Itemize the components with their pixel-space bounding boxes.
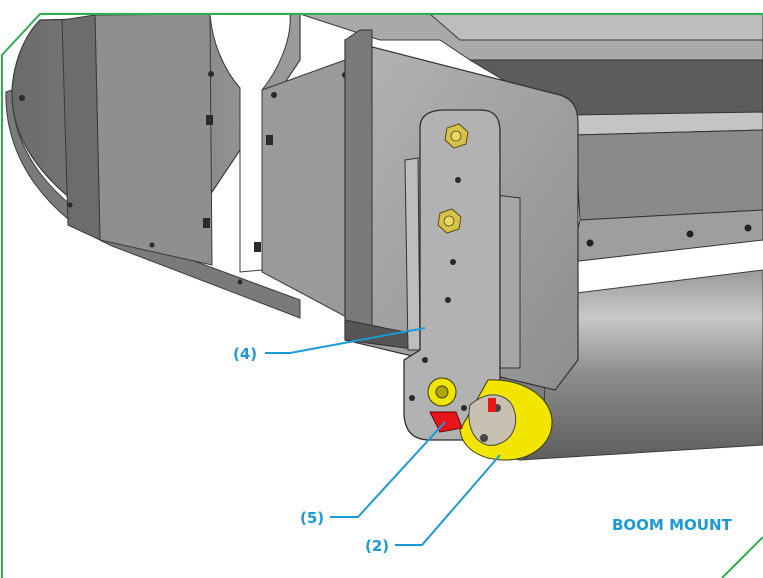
wheel-part-2 <box>459 379 553 461</box>
nut-upper <box>444 123 469 149</box>
callout-label-5: (5) <box>300 509 324 527</box>
callout-label-4: (4) <box>233 345 257 363</box>
upper-frame <box>299 13 763 263</box>
leader-line-4 <box>265 327 426 354</box>
leader-line-2 <box>395 454 501 546</box>
spacer-part-5 <box>429 398 496 433</box>
section-title: BOOM MOUNT <box>612 516 732 534</box>
callout-label-2: (2) <box>365 537 389 555</box>
leader-lines <box>265 327 501 546</box>
guide-strips <box>404 157 521 369</box>
corner-frame <box>1 13 763 578</box>
nut-lower <box>437 208 462 234</box>
pivot-washer <box>427 377 457 407</box>
leader-line-5 <box>330 421 446 518</box>
hopper-body <box>5 13 353 321</box>
